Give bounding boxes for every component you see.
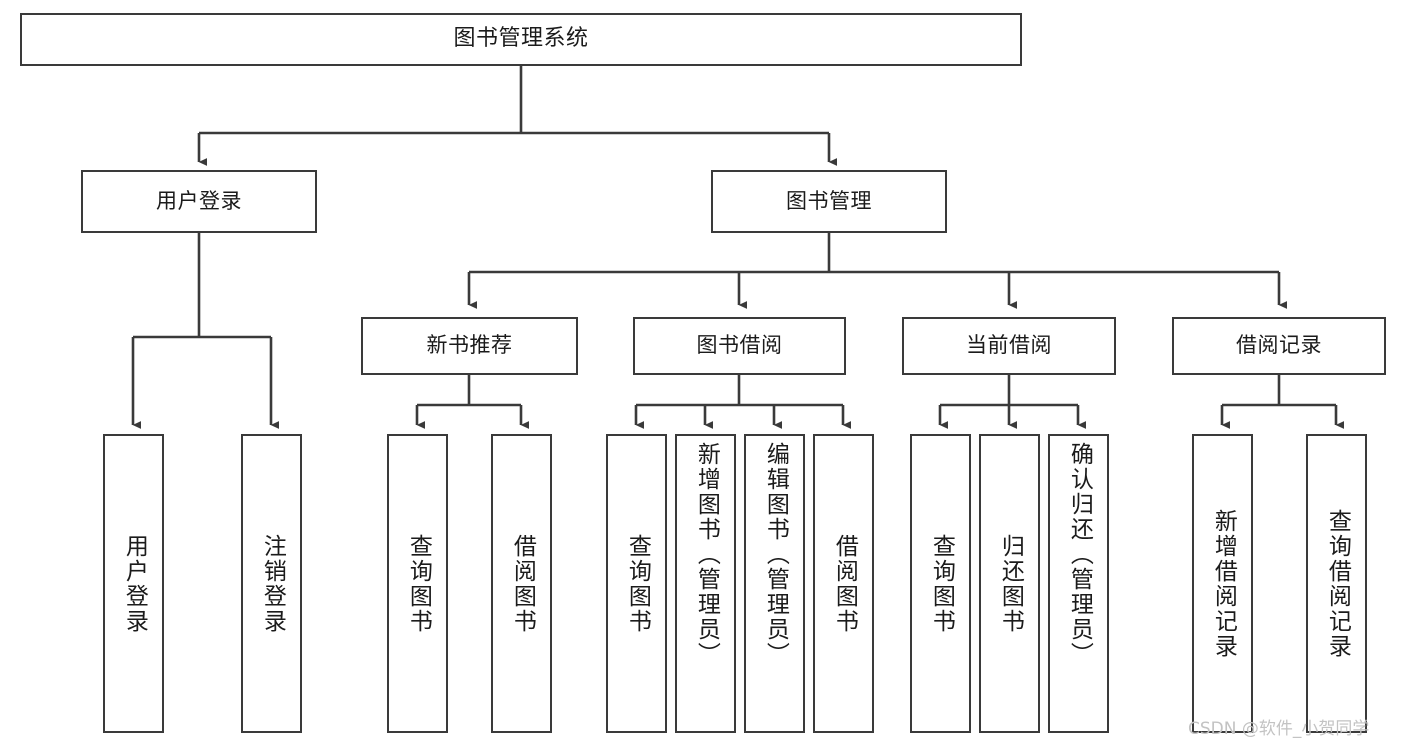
- node-label: 确认归还（管理员）: [1066, 442, 1093, 667]
- leaf-query-book-recommend[interactable]: 查询图书: [387, 434, 448, 733]
- node-book-management[interactable]: 图书管理: [711, 170, 947, 233]
- node-borrow-record[interactable]: 借阅记录: [1172, 317, 1386, 375]
- node-label: 查询借阅记录: [1324, 508, 1351, 659]
- leaf-borrow-book-recommend[interactable]: 借阅图书: [491, 434, 552, 733]
- leaf-query-book-current[interactable]: 查询图书: [910, 434, 971, 733]
- node-label: 借阅图书: [509, 533, 536, 634]
- node-current-borrow[interactable]: 当前借阅: [902, 317, 1116, 375]
- node-label: 图书管理系统: [453, 26, 589, 52]
- node-label: 查询图书: [405, 533, 432, 634]
- node-label: 当前借阅: [966, 333, 1052, 358]
- leaf-edit-book-admin[interactable]: 编辑图书（管理员）: [744, 434, 805, 733]
- leaf-logout-login[interactable]: 注销登录: [241, 434, 302, 733]
- node-label: 新增借阅记录: [1210, 508, 1237, 659]
- csdn-watermark: CSDN @软件_小贺同学: [1188, 719, 1370, 739]
- node-root-system[interactable]: 图书管理系统: [20, 13, 1022, 66]
- node-label: 用户登录: [156, 188, 242, 213]
- node-label: 借阅图书: [831, 533, 858, 634]
- leaf-borrow-book[interactable]: 借阅图书: [813, 434, 874, 733]
- leaf-return-book[interactable]: 归还图书: [979, 434, 1040, 733]
- leaf-confirm-return-admin[interactable]: 确认归还（管理员）: [1048, 434, 1109, 733]
- node-label: 新增图书（管理员）: [693, 442, 720, 667]
- node-label: 注销登录: [259, 533, 286, 634]
- leaf-query-borrow-record[interactable]: 查询借阅记录: [1306, 434, 1367, 733]
- node-label: 图书管理: [786, 188, 872, 213]
- node-user-login[interactable]: 用户登录: [81, 170, 317, 233]
- node-new-book-recommend[interactable]: 新书推荐: [361, 317, 578, 375]
- node-label: 查询图书: [624, 533, 651, 634]
- node-label: 新书推荐: [426, 333, 513, 358]
- node-label: 编辑图书（管理员）: [762, 442, 789, 667]
- leaf-add-borrow-record[interactable]: 新增借阅记录: [1192, 434, 1253, 733]
- node-label: 用户登录: [121, 533, 148, 634]
- node-label: 归还图书: [997, 533, 1024, 634]
- leaf-add-book-admin[interactable]: 新增图书（管理员）: [675, 434, 736, 733]
- node-label: 图书借阅: [696, 333, 783, 358]
- node-book-borrow[interactable]: 图书借阅: [633, 317, 846, 375]
- node-label: 查询图书: [928, 533, 955, 634]
- leaf-user-login[interactable]: 用户登录: [103, 434, 164, 733]
- leaf-query-book[interactable]: 查询图书: [606, 434, 667, 733]
- node-label: 借阅记录: [1236, 333, 1322, 358]
